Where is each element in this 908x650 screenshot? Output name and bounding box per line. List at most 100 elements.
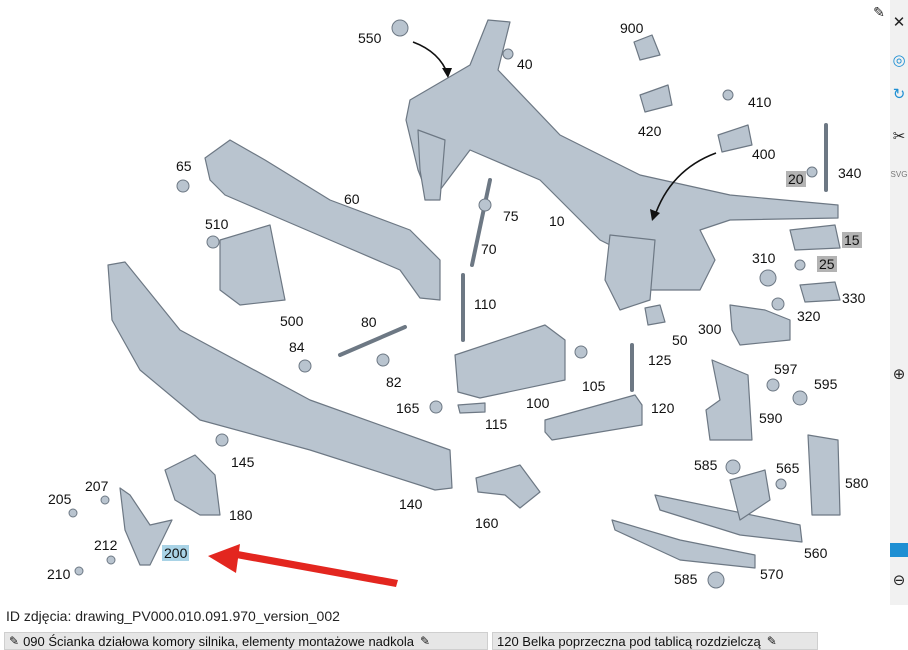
- part-label-320[interactable]: 320: [797, 308, 821, 324]
- part-label-15[interactable]: 15: [842, 232, 862, 248]
- part-label-300[interactable]: 300: [698, 321, 722, 337]
- part-label-120[interactable]: 120: [651, 400, 675, 416]
- part-label-595[interactable]: 595: [814, 376, 838, 392]
- part-label-207[interactable]: 207: [85, 478, 109, 494]
- part-550: [391, 19, 409, 37]
- edit-icon[interactable]: ✎: [9, 634, 20, 648]
- part-label-10[interactable]: 10: [549, 213, 565, 229]
- part-105: [574, 345, 588, 359]
- part-80-rod: [338, 325, 407, 357]
- part-410: [722, 89, 734, 101]
- part-60-rail: [204, 139, 441, 301]
- part-205: [68, 508, 78, 518]
- rotate-icon[interactable]: ↻: [892, 86, 906, 103]
- part-330-bracket: [799, 281, 841, 303]
- part-label-510[interactable]: 510: [205, 216, 229, 232]
- part-label-84[interactable]: 84: [289, 339, 305, 355]
- caption-bar: ✎ 090 Ścianka działowa komory silnika, e…: [0, 632, 908, 650]
- part-label-565[interactable]: 565: [776, 460, 800, 476]
- part-label-80[interactable]: 80: [361, 314, 377, 330]
- part-label-900[interactable]: 900: [620, 20, 644, 36]
- part-40: [502, 48, 514, 60]
- part-label-340[interactable]: 340: [838, 165, 862, 181]
- zoom-out-icon[interactable]: ⊖: [892, 572, 906, 589]
- part-590-bracket: [705, 359, 753, 441]
- part-585a: [725, 459, 741, 475]
- part-label-597[interactable]: 597: [774, 361, 798, 377]
- scissors-icon[interactable]: ✂: [892, 128, 906, 145]
- part-label-400[interactable]: 400: [752, 146, 776, 162]
- part-label-100[interactable]: 100: [526, 395, 550, 411]
- part-580-plate: [807, 434, 841, 516]
- part-560-bracket: [729, 469, 771, 521]
- part-212: [106, 555, 116, 565]
- part-label-570[interactable]: 570: [760, 566, 784, 582]
- part-label-590[interactable]: 590: [759, 410, 783, 426]
- part-900: [633, 34, 661, 61]
- part-label-60[interactable]: 60: [344, 191, 360, 207]
- part-label-40[interactable]: 40: [517, 56, 533, 72]
- part-label-50[interactable]: 50: [672, 332, 688, 348]
- part-207: [100, 495, 110, 505]
- close-icon[interactable]: ✕: [892, 14, 906, 31]
- part-label-70[interactable]: 70: [481, 241, 497, 257]
- part-label-165[interactable]: 165: [396, 400, 420, 416]
- part-label-585[interactable]: 585: [674, 571, 698, 587]
- edit-icon[interactable]: ✎: [766, 634, 777, 648]
- svg-icon[interactable]: SVG: [890, 170, 908, 179]
- target-icon[interactable]: ◎: [892, 52, 906, 69]
- parts-diagram: [68, 19, 841, 589]
- part-20: [806, 166, 818, 178]
- part-500-bracket: [219, 224, 286, 306]
- part-label-125[interactable]: 125: [648, 352, 672, 368]
- part-label-410[interactable]: 410: [748, 94, 772, 110]
- part-420: [639, 84, 673, 113]
- part-label-205[interactable]: 205: [48, 491, 72, 507]
- part-label-82[interactable]: 82: [386, 374, 402, 390]
- part-570-strip: [611, 519, 756, 569]
- part-label-115[interactable]: 115: [485, 416, 508, 432]
- part-label-585[interactable]: 585: [694, 457, 718, 473]
- part-label-105[interactable]: 105: [582, 378, 606, 394]
- part-label-310[interactable]: 310: [752, 250, 776, 266]
- part-label-20[interactable]: 20: [786, 171, 806, 187]
- edit-icon[interactable]: ✎: [420, 634, 431, 648]
- part-200-bracket: [119, 487, 173, 566]
- part-210: [74, 566, 84, 576]
- part-25: [794, 259, 806, 271]
- part-label-500[interactable]: 500: [280, 313, 304, 329]
- part-label-75[interactable]: 75: [503, 208, 519, 224]
- part-140-bumper-beam: [107, 261, 453, 491]
- zoom-slider-handle[interactable]: [890, 543, 908, 557]
- part-label-212[interactable]: 212: [94, 537, 118, 553]
- caption-120[interactable]: 120 Belka poprzeczna pod tablicą rozdzie…: [492, 632, 818, 650]
- part-320: [771, 297, 785, 311]
- part-510: [206, 235, 220, 249]
- part-label-200[interactable]: 200: [162, 545, 190, 561]
- part-597: [766, 378, 780, 392]
- part-label-65[interactable]: 65: [176, 158, 192, 174]
- part-label-420[interactable]: 420: [638, 123, 662, 139]
- part-label-580[interactable]: 580: [845, 475, 869, 491]
- part-label-25[interactable]: 25: [817, 256, 837, 272]
- part-label-210[interactable]: 210: [47, 566, 71, 582]
- part-label-180[interactable]: 180: [229, 507, 253, 523]
- part-label-160[interactable]: 160: [475, 515, 499, 531]
- part-label-110[interactable]: 110: [474, 296, 497, 312]
- part-15-bracket: [789, 224, 841, 251]
- part-310: [759, 269, 777, 287]
- part-115-clip: [457, 402, 486, 414]
- caption-090[interactable]: ✎ 090 Ścianka działowa komory silnika, e…: [4, 632, 488, 650]
- zoom-in-icon[interactable]: ⊕: [892, 366, 906, 383]
- part-label-140[interactable]: 140: [399, 496, 423, 512]
- part-label-330[interactable]: 330: [842, 290, 866, 306]
- part-165: [429, 400, 443, 414]
- part-label-560[interactable]: 560: [804, 545, 828, 561]
- part-560-strip: [654, 494, 803, 543]
- part-595: [792, 390, 808, 406]
- part-label-550[interactable]: 550: [358, 30, 382, 46]
- edit-icon[interactable]: ✎: [873, 4, 885, 20]
- arrow-400: [653, 152, 717, 219]
- part-84: [298, 359, 312, 373]
- part-label-145[interactable]: 145: [231, 454, 255, 470]
